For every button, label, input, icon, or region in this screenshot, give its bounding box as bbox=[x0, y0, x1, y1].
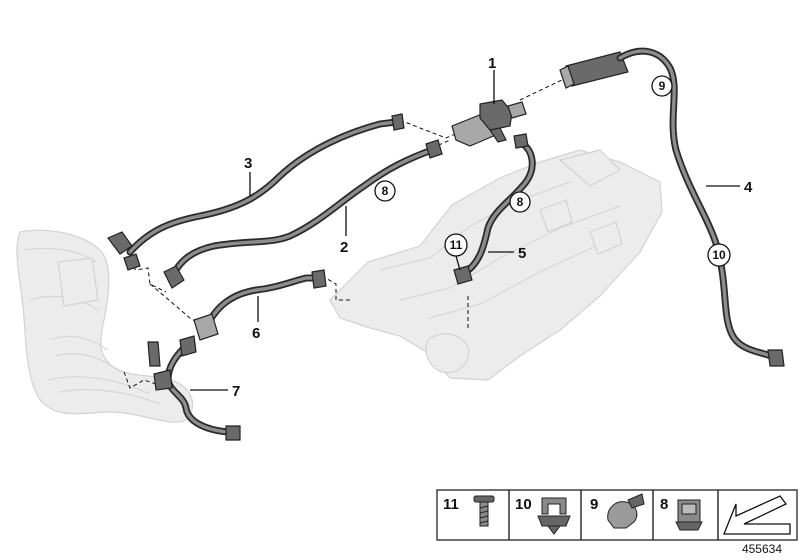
hose-part-6[interactable] bbox=[193, 269, 327, 341]
legend-item-11[interactable]: 11 bbox=[443, 495, 495, 527]
callout-2: 2 bbox=[340, 239, 348, 256]
hose-part-2[interactable] bbox=[163, 139, 443, 289]
leader-lines bbox=[190, 70, 740, 391]
circled-ref-9: 9 bbox=[651, 75, 673, 97]
circled-ref-11: 11 bbox=[444, 233, 468, 257]
callout-6: 6 bbox=[252, 325, 260, 342]
legend-number-11: 11 bbox=[443, 496, 459, 513]
document-number: 455634 bbox=[742, 542, 782, 556]
hose-part-4[interactable] bbox=[559, 47, 785, 367]
circled-ref-11-label: 11 bbox=[450, 238, 463, 252]
legend-number-10: 10 bbox=[515, 496, 532, 513]
hose-part-3[interactable] bbox=[107, 113, 405, 271]
circled-ref-8b: 8 bbox=[509, 191, 531, 213]
retaining-clip-icon bbox=[675, 499, 703, 531]
legend-number-9: 9 bbox=[590, 496, 598, 513]
legend-item-direction bbox=[723, 495, 791, 535]
circled-ref-10-label: 10 bbox=[712, 248, 726, 262]
callout-5: 5 bbox=[518, 245, 526, 262]
hose-clip-icon bbox=[537, 497, 571, 535]
hose-clamp-icon bbox=[607, 493, 645, 529]
legend-item-10[interactable]: 10 bbox=[515, 496, 571, 535]
callout-1: 1 bbox=[488, 55, 496, 72]
callout-3: 3 bbox=[244, 155, 252, 172]
hose-part-5[interactable] bbox=[453, 133, 536, 285]
circled-ref-9-label: 9 bbox=[659, 79, 666, 93]
valve-part-1[interactable] bbox=[451, 99, 527, 147]
hose-part-7[interactable] bbox=[147, 335, 241, 441]
air-intake-duct-ghost bbox=[16, 229, 194, 423]
parts-legend: 11 10 9 bbox=[436, 489, 798, 541]
screw-icon bbox=[473, 495, 495, 527]
legend-number-8: 8 bbox=[660, 496, 668, 513]
direction-arrow-icon bbox=[723, 495, 791, 535]
legend-item-8[interactable]: 8 bbox=[660, 496, 703, 531]
callout-4: 4 bbox=[744, 179, 753, 196]
callout-7: 7 bbox=[232, 383, 240, 400]
circled-ref-8a-label: 8 bbox=[382, 184, 389, 198]
circled-ref-10: 10 bbox=[707, 243, 731, 267]
intake-manifold-ghost bbox=[329, 149, 663, 381]
legend-item-9[interactable]: 9 bbox=[590, 493, 645, 529]
circled-ref-8a: 8 bbox=[374, 180, 396, 202]
circled-ref-8b-label: 8 bbox=[517, 195, 524, 209]
